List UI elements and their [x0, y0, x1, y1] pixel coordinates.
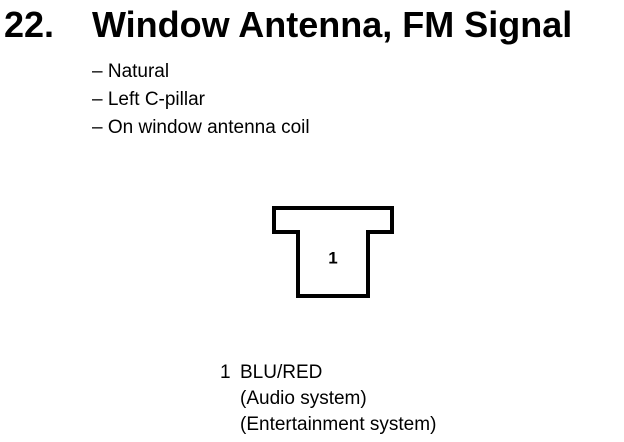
pin-number: 1 [220, 362, 231, 383]
pin-note-audio: (Audio system) [240, 388, 367, 409]
pin-list: 1 BLU/RED (Audio system) (Entertainment … [220, 360, 436, 438]
pin-row: 1 BLU/RED [220, 360, 436, 386]
connector-outline [272, 206, 394, 298]
pin-note-entertainment: (Entertainment system) [240, 414, 437, 435]
connector-pin-1-label: 1 [328, 248, 337, 267]
connector-details: – Natural – Left C-pillar – On window an… [92, 58, 310, 142]
connector-location: – Left C-pillar [92, 89, 205, 110]
connector-face-diagram: 1 [272, 206, 394, 298]
connector-attachment: – On window antenna coil [92, 117, 310, 138]
connector-color: – Natural [92, 61, 170, 82]
section-number: 22. [4, 4, 55, 45]
page-heading: 22. Window Antenna, FM Signal [0, 0, 624, 50]
page-title: Window Antenna, FM Signal [92, 4, 573, 45]
pin-wire-color: BLU/RED [240, 362, 323, 383]
